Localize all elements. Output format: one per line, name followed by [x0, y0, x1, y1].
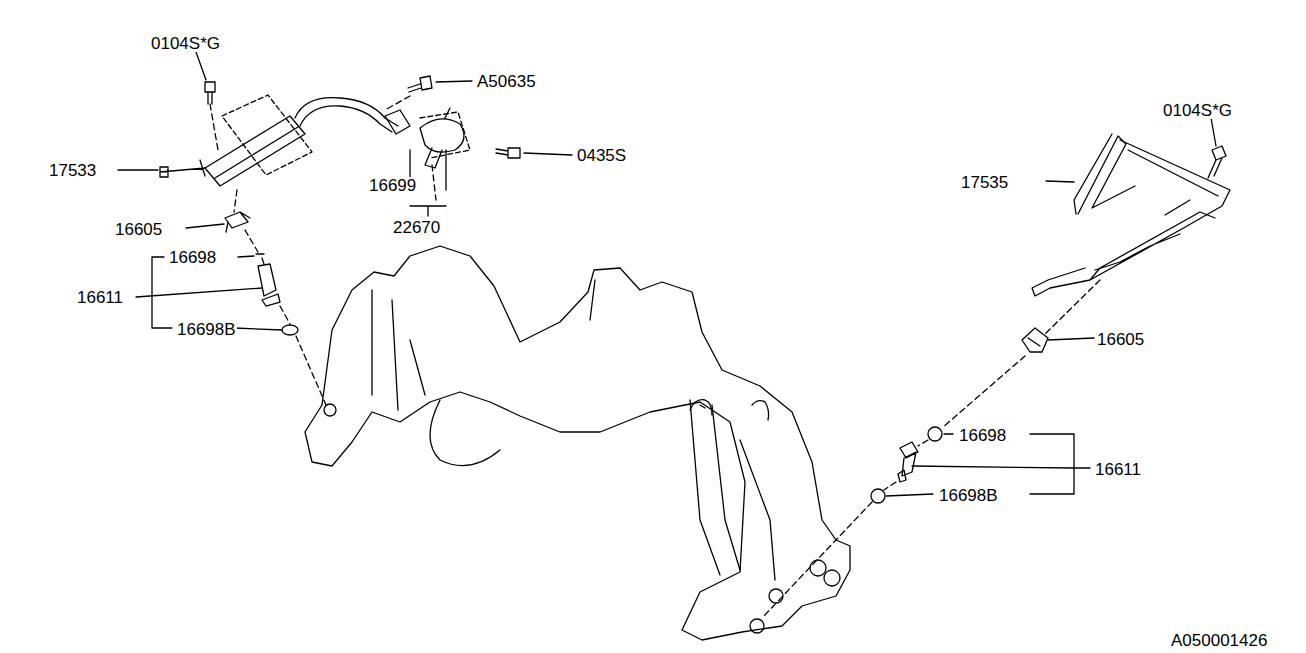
callout-number: 16698 [958, 427, 1007, 444]
fuel-injector [258, 264, 280, 306]
bolt [205, 82, 215, 104]
bolt-hole [750, 619, 764, 633]
callout-number: 17533 [48, 162, 97, 179]
leader-line [886, 112, 1216, 496]
manifold-runner [430, 400, 769, 466]
o-ring [871, 489, 885, 503]
bolt-hole [324, 404, 336, 416]
callout-number: 16699 [368, 177, 417, 194]
bolt [408, 76, 432, 92]
manifold-runner [372, 280, 775, 580]
injector-clip [225, 212, 250, 232]
fuel-rail [205, 116, 305, 186]
fuel-rail [1032, 140, 1230, 296]
bolt [496, 148, 520, 158]
callout-number: 16605 [1096, 331, 1145, 348]
callout-number: 17535 [960, 174, 1009, 191]
callout-number: 0435S [576, 147, 627, 164]
callout-number: 0104S*G [150, 35, 221, 52]
callout-number: 16611 [1094, 461, 1142, 478]
fuel-injector [898, 442, 918, 482]
callout-number: 16698B [938, 487, 999, 504]
diagram-id: A050001426 [1170, 632, 1268, 649]
bolt-hole [824, 570, 840, 586]
o-ring [928, 427, 942, 441]
rail-nipple [160, 160, 205, 177]
callout-number: 16698 [168, 249, 217, 266]
callout-number: 22670 [392, 219, 441, 236]
bolt-hole [810, 560, 826, 576]
dashed-box [222, 95, 312, 175]
dashed-box [420, 112, 470, 158]
dashed-line [210, 96, 436, 405]
callout-number: 16698B [176, 321, 237, 338]
leader-line [118, 52, 572, 216]
bolt-hole [769, 589, 783, 603]
leader-line [136, 224, 282, 330]
o-ring [282, 325, 298, 335]
o-ring [256, 253, 264, 254]
callout-number: 0104S*G [1162, 102, 1233, 119]
injector-clip [1022, 328, 1048, 352]
intake-manifold [305, 246, 850, 640]
callout-number: 16605 [114, 221, 163, 238]
callout-number: A50635 [476, 73, 537, 90]
rail-bracket [1074, 134, 1135, 214]
callout-number: 16611 [76, 289, 124, 306]
bolt [1208, 146, 1226, 178]
dashed-line [762, 280, 1100, 618]
fuel-pipe [295, 98, 398, 132]
